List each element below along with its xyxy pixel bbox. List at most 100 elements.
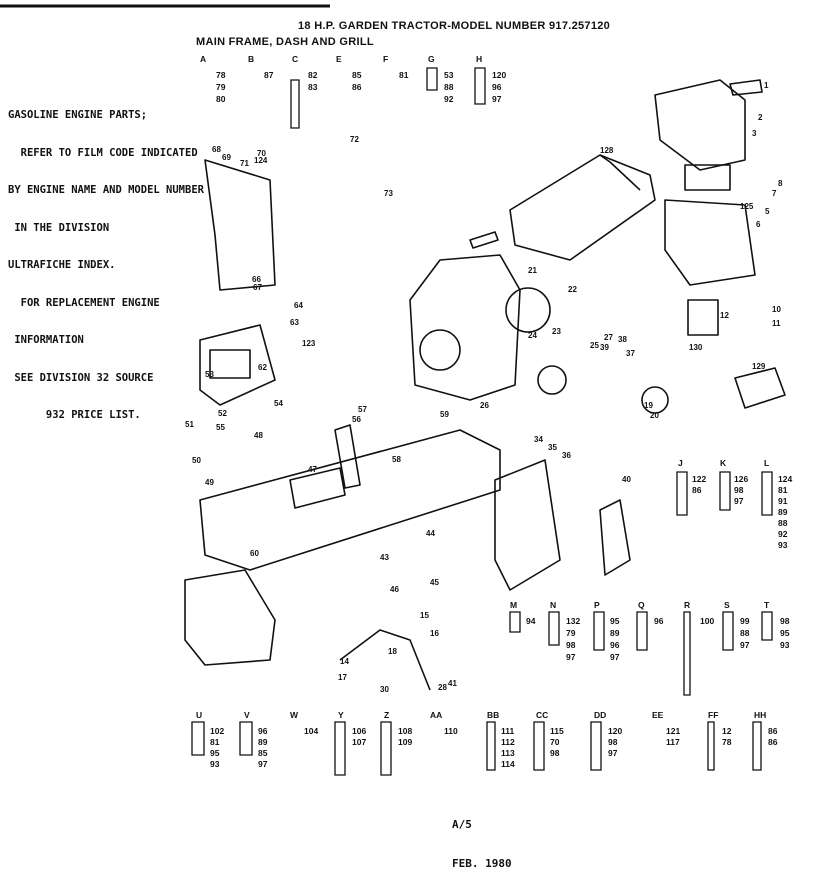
grille-shell-part <box>654 79 746 171</box>
hardware-part-number: 80 <box>216 94 226 104</box>
part-callout-number: 22 <box>568 285 577 294</box>
hardware-part-number: 107 <box>352 737 366 747</box>
hardware-part-number: 126 <box>734 474 748 484</box>
part-callout-number: 58 <box>392 455 401 464</box>
hardware-part-number: 111 <box>501 726 515 736</box>
part-callout-number: 44 <box>426 529 435 538</box>
hardware-part-number: 91 <box>778 496 788 506</box>
spring-l-part <box>761 471 773 516</box>
bolt-n-part <box>548 611 560 646</box>
engine-part <box>409 254 521 401</box>
part-callout-number: 125 <box>740 202 754 211</box>
hardware-letter: F <box>383 54 388 64</box>
hardware-part-number: 93 <box>778 540 788 550</box>
hood-part <box>509 154 656 261</box>
hardware-letter: Y <box>338 710 344 720</box>
part-callout-number: 55 <box>216 423 225 432</box>
hardware-part-number: 121 <box>666 726 680 736</box>
hardware-letter: T <box>764 600 770 610</box>
part-callout-number: 52 <box>218 409 227 418</box>
bolt-q-part <box>636 611 648 651</box>
hardware-part-number: 97 <box>734 496 744 506</box>
part-callout-number: 28 <box>438 683 447 692</box>
hardware-letter: W <box>290 710 299 720</box>
part-callout-number: 43 <box>380 553 389 562</box>
part-callout-number: 5 <box>765 207 770 216</box>
hardware-part-number: 12 <box>722 726 732 736</box>
bolt-c-part <box>290 79 300 129</box>
hardware-part-number: 86 <box>352 82 362 92</box>
hardware-letter: V <box>244 710 250 720</box>
hardware-part-number: 94 <box>526 616 536 626</box>
grille-insert-part <box>684 164 731 191</box>
hardware-part-number: 96 <box>258 726 268 736</box>
rod-r-part <box>683 611 691 696</box>
part-callout-number: 56 <box>352 415 361 424</box>
note-line: FOR REPLACEMENT ENGINE <box>8 296 160 309</box>
hardware-letter: HH <box>754 710 766 720</box>
hardware-part-number: 113 <box>501 748 515 758</box>
hardware-part-number: 81 <box>778 485 788 495</box>
bolt-bb-part <box>486 721 496 771</box>
part-callouts: 1235678101112141516171819202122232425262… <box>185 81 783 694</box>
hardware-letter: H <box>476 54 482 64</box>
hood-edge <box>599 154 641 191</box>
hardware-part-number: 70 <box>550 737 560 747</box>
part-callout-number: 66 <box>252 275 261 284</box>
engine-parts-note: GASOLINE ENGINE PARTS; REFER TO FILM COD… <box>8 84 204 434</box>
pulley-part <box>537 365 567 395</box>
bolt-s-part <box>722 611 734 651</box>
note-line: SEE DIVISION 32 SOURCE <box>8 371 154 384</box>
part-callout-number: 12 <box>720 311 729 320</box>
note-line: REFER TO FILM CODE INDICATED <box>8 146 198 159</box>
part-callout-number: 69 <box>222 153 231 162</box>
hardware-letter: CC <box>536 710 548 720</box>
part-callout-number: 48 <box>254 431 263 440</box>
part-callout-number: 73 <box>384 189 393 198</box>
hardware-part-number: 86 <box>692 485 702 495</box>
part-callout-number: 17 <box>338 673 347 682</box>
part-callout-number: 71 <box>240 159 249 168</box>
note-line: IN THE DIVISION <box>8 221 110 234</box>
hardware-part-number: 102 <box>210 726 224 736</box>
part-callout-number: 67 <box>253 283 262 292</box>
hardware-part-number: 99 <box>740 616 750 626</box>
hardware-part-number: 124 <box>778 474 792 484</box>
bolt-m-part <box>509 611 521 633</box>
part-callout-number: 123 <box>302 339 316 348</box>
part-callout-number: 16 <box>430 629 439 638</box>
part-callout-number: 36 <box>562 451 571 460</box>
hardware-part-number: 86 <box>768 737 778 747</box>
part-callout-number: 37 <box>626 349 635 358</box>
part-callout-number: 26 <box>480 401 489 410</box>
hardware-part-number: 92 <box>444 94 454 104</box>
part-callout-number: 34 <box>534 435 543 444</box>
hardware-part-number: 117 <box>666 737 680 747</box>
side-plate-part <box>494 459 561 591</box>
hardware-letter: Z <box>384 710 389 720</box>
hardware-part-number: 78 <box>216 70 226 80</box>
hardware-part-number: 97 <box>566 652 576 662</box>
hardware-letter: E <box>336 54 342 64</box>
hardware-part-number: 95 <box>610 616 620 626</box>
hardware-part-number: 93 <box>210 759 220 769</box>
bolt-dd-part <box>590 721 602 771</box>
hardware-part-number: 79 <box>216 82 226 92</box>
hardware-part-number: 82 <box>308 70 318 80</box>
part-callout-number: 49 <box>205 478 214 487</box>
part-callout-number: 64 <box>294 301 303 310</box>
hardware-letter: B <box>248 54 254 64</box>
hardware-letter: K <box>720 458 727 468</box>
bolt-g-part <box>426 67 438 91</box>
frame-grille-plate-part <box>289 467 346 509</box>
hardware-group-bottom: U102819593V96898597W104Y106107Z108109AA1… <box>196 710 778 769</box>
hardware-part-number: 81 <box>399 70 409 80</box>
part-callout-number: 7 <box>772 189 777 198</box>
part-callout-number: 39 <box>600 343 609 352</box>
part-callout-number: 59 <box>440 410 449 419</box>
hardware-part-number: 86 <box>768 726 778 736</box>
hardware-part-number: 98 <box>550 748 560 758</box>
part-callout-number: 25 <box>590 341 599 350</box>
